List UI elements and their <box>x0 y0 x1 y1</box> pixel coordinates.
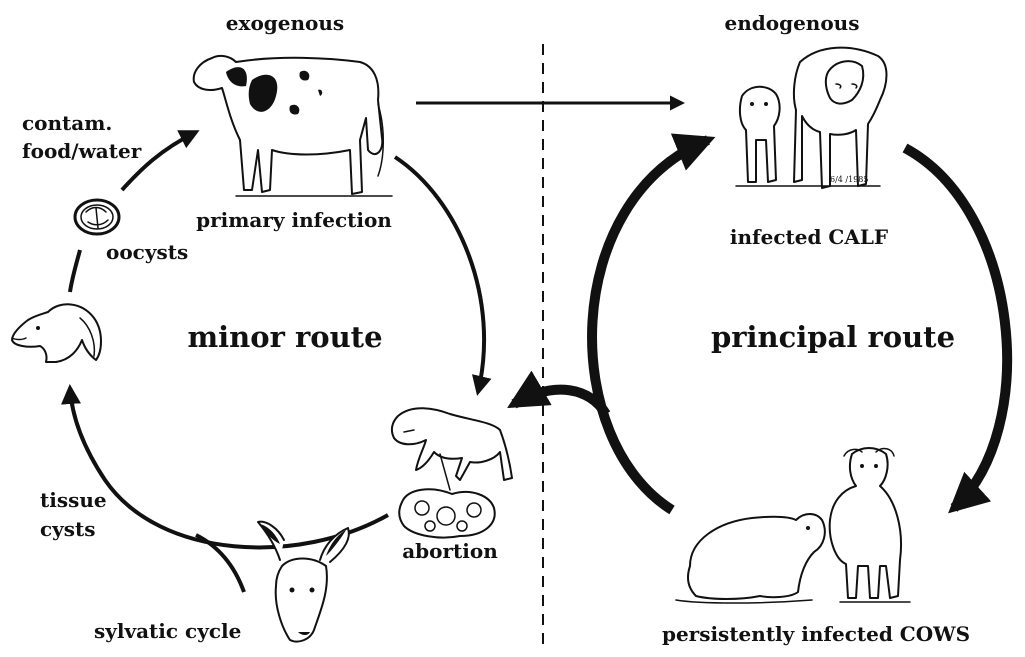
arrow-deer-to-cycle <box>195 533 246 593</box>
label-persistently-infected-cows: persistently infected COWS <box>662 622 970 646</box>
title-minor-route: minor route <box>187 320 382 354</box>
label-sylvatic-cycle: sylvatic cycle <box>94 619 241 643</box>
label-tissue: tissue <box>40 488 107 512</box>
arrow-calf-to-cows <box>902 143 1013 514</box>
arrow-cow-to-abortion <box>393 155 492 396</box>
label-primary-infection: primary infection <box>196 208 392 232</box>
artist-signature: 6/4 /1985 <box>830 175 868 184</box>
aborted-calf-icon <box>390 407 513 491</box>
standing-cow-icon <box>828 447 911 603</box>
deer-head-icon <box>257 520 350 643</box>
arrow-transplacental-to-abortion <box>507 370 611 417</box>
arrow-abortion-to-dog <box>61 384 389 550</box>
header-exogenous: exogenous <box>226 11 344 35</box>
holstein-cow-icon <box>192 54 393 197</box>
arrow-dog-to-oocysts <box>68 249 82 293</box>
label-abortion: abortion <box>402 539 498 563</box>
label-cysts: cysts <box>40 517 96 541</box>
arrow-cows-to-calf <box>587 133 716 515</box>
label-infected-calf: infected CALF <box>730 225 888 249</box>
dog-head-icon <box>11 303 102 363</box>
header-endogenous: endogenous <box>725 11 860 35</box>
cow-and-calf-icon: 6/4 /1985 <box>735 46 888 189</box>
title-principal-route: principal route <box>711 320 955 354</box>
oocyst-icon <box>73 198 121 236</box>
lying-calf-icon <box>675 513 826 604</box>
arrow-oocysts-to-cow <box>120 130 200 192</box>
label-contam: contam. <box>22 111 112 135</box>
label-oocysts: oocysts <box>106 240 188 264</box>
label-food-water: food/water <box>22 139 142 163</box>
placenta-icon <box>398 488 496 539</box>
